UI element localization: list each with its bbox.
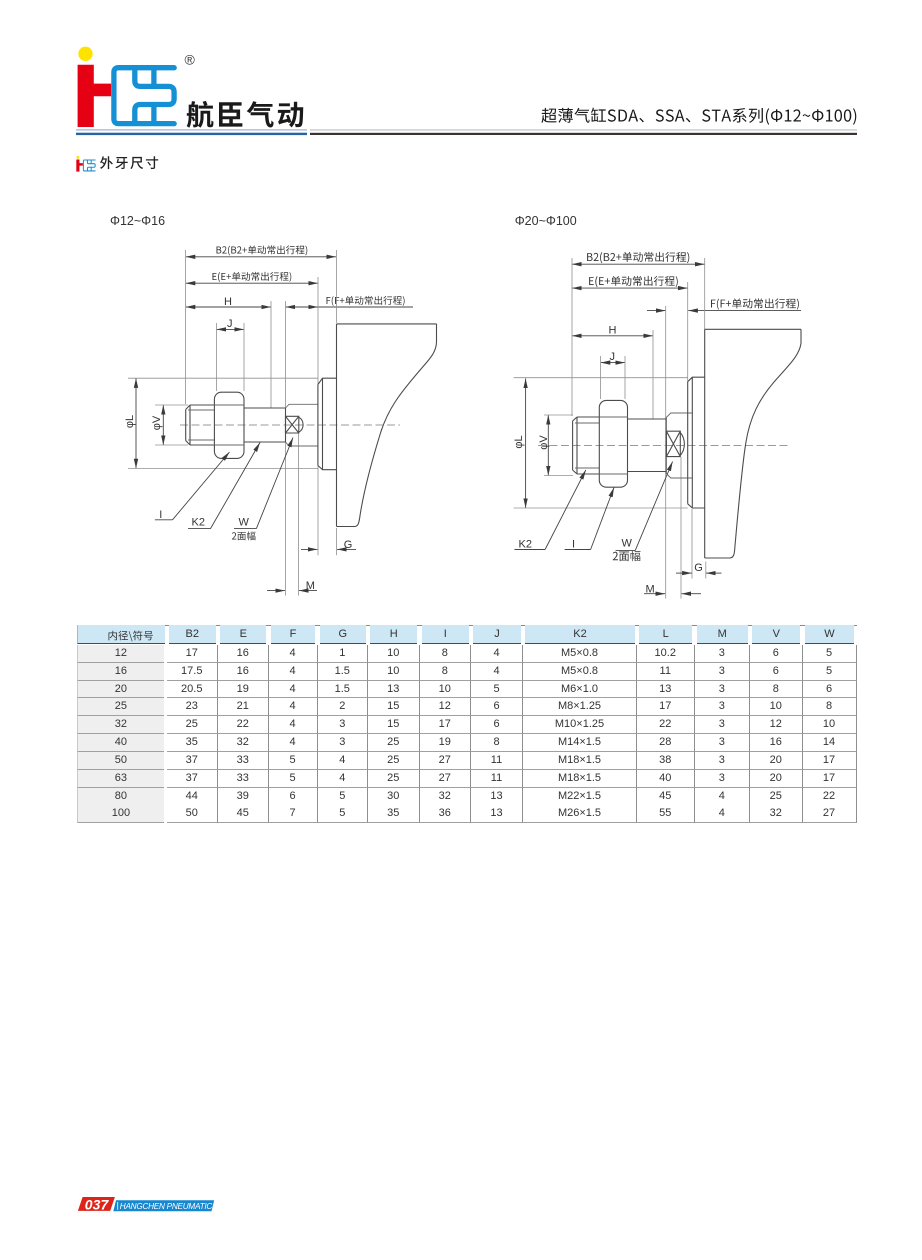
- svg-text:H: H: [609, 324, 617, 336]
- svg-text:J: J: [610, 351, 616, 363]
- svg-text:φV: φV: [151, 415, 163, 430]
- svg-text:G: G: [344, 539, 353, 551]
- svg-text:037: 037: [85, 1196, 110, 1212]
- svg-text:φL: φL: [513, 435, 525, 448]
- svg-text:®: ®: [185, 52, 196, 68]
- svg-text:W: W: [622, 538, 633, 550]
- svg-text:φL: φL: [124, 415, 136, 428]
- svg-text:HANGCHEN PNEUMATIC: HANGCHEN PNEUMATIC: [120, 1202, 213, 1211]
- svg-text:I: I: [159, 509, 162, 521]
- svg-text:M: M: [306, 580, 315, 592]
- svg-text:Φ20~Φ100: Φ20~Φ100: [515, 214, 577, 228]
- svg-text:Φ12~Φ16: Φ12~Φ16: [110, 214, 165, 228]
- svg-text:φV: φV: [538, 435, 550, 450]
- svg-text:W: W: [239, 517, 250, 529]
- svg-text:J: J: [227, 318, 233, 330]
- svg-text:H: H: [224, 296, 232, 308]
- svg-text:M: M: [646, 583, 655, 595]
- svg-text:K2: K2: [192, 517, 205, 529]
- svg-text:G: G: [694, 562, 703, 574]
- svg-text:K2: K2: [519, 538, 532, 550]
- svg-text:I: I: [572, 539, 575, 551]
